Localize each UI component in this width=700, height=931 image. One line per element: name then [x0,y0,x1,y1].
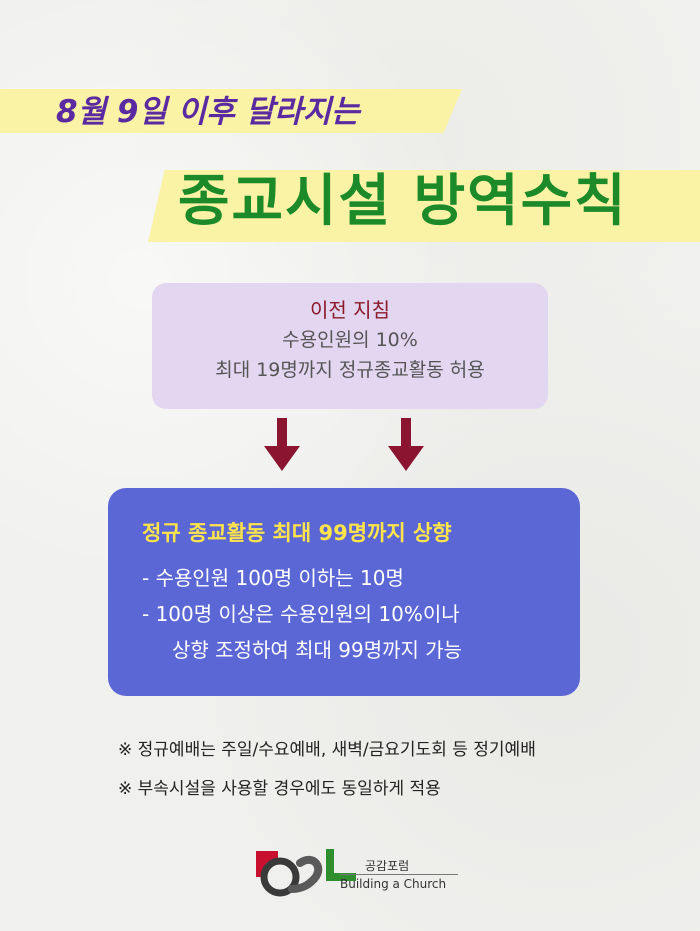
previous-heading: 이전 지침 [310,298,390,322]
previous-line: 최대 19명까지 정규종교활동 허용 [215,359,485,381]
logo-name-kr: 공감포럼 [365,859,410,873]
logo-divider [340,874,458,875]
arrow-down-icon [388,418,424,471]
new-line: 상향 조정하여 최대 99명까지 가능 [172,638,463,662]
subtitle: 8월 9일 이후 달라지는 [56,94,360,130]
arrow-down-icon [264,418,300,471]
title-highlight [148,170,700,242]
subtitle-highlight [0,89,462,133]
page-title: 종교시설 방역수칙 [178,169,628,234]
new-line: - 100명 이상은 수용인원의 10%이나 [142,602,460,626]
previous-guideline-box: 이전 지침 수용인원의 10% 최대 19명까지 정규종교활동 허용 [152,283,548,409]
logo-name-en: Building a Church [340,877,447,891]
note: ※ 정규예배는 주일/수요예배, 새벽/금요기도회 등 정기예배 [118,740,536,760]
previous-line: 수용인원의 10% [282,329,418,351]
new-guideline-box: 정규 종교활동 최대 99명까지 상향 - 수용인원 100명 이하는 10명 … [108,488,580,696]
logo-icon [256,849,356,897]
new-heading: 정규 종교활동 최대 99명까지 상향 [142,521,452,545]
new-line: - 수용인원 100명 이하는 10명 [142,566,404,590]
note: ※ 부속시설을 사용할 경우에도 동일하게 적용 [118,779,441,799]
